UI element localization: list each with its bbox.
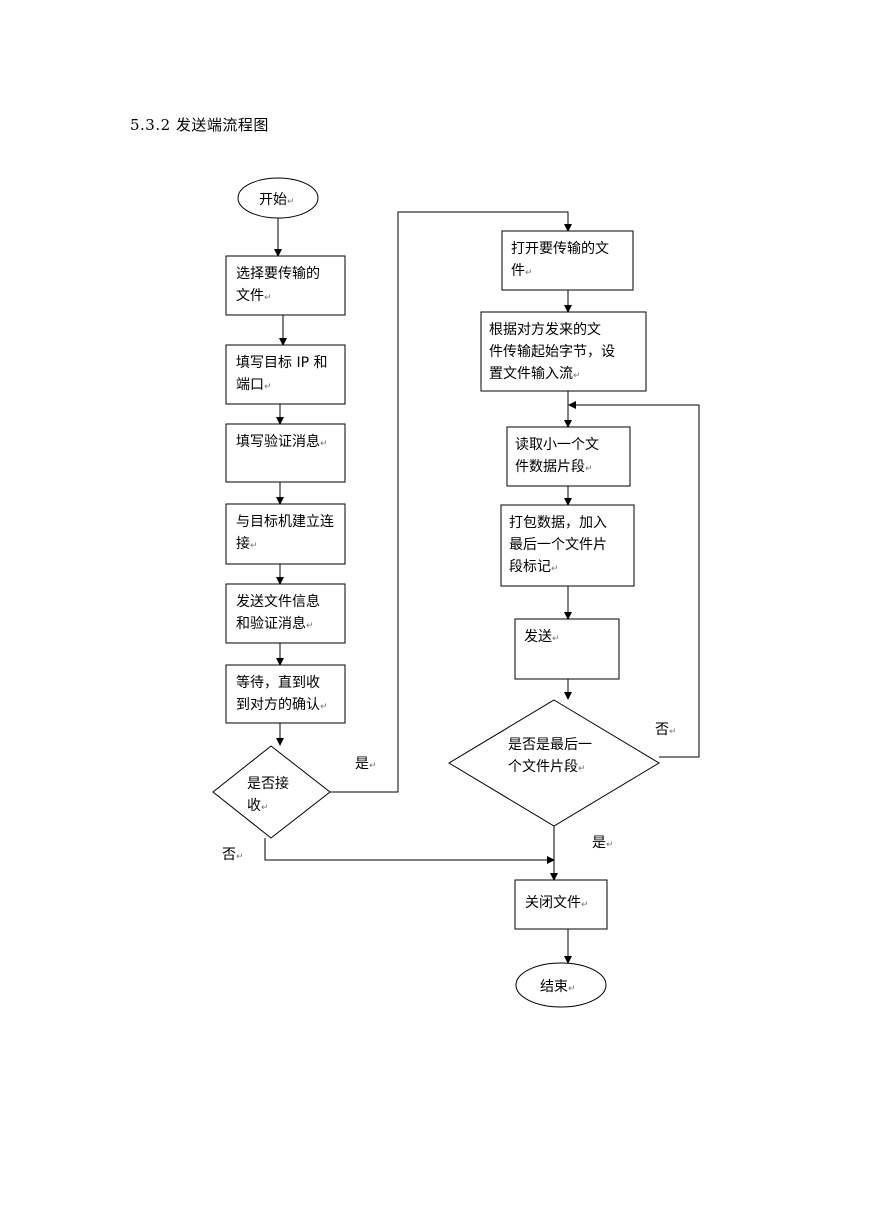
edge-accepted-yes [330, 211, 572, 793]
node-open-file: 打开要传输的文件↵ [501, 230, 634, 291]
node-end-label: 结束↵ [540, 979, 576, 995]
node-close-file: 关闭文件↵ [514, 879, 608, 930]
node-accepted-decision: 是否接收↵ [212, 745, 331, 839]
node-fill-verify-label: 填写验证消息↵ [236, 433, 328, 450]
node-connect-label: 与目标机建立连接↵ [236, 514, 334, 552]
node-choose-file-label: 选择要传输的文件↵ [236, 266, 320, 304]
edge-label-last-yes: 是↵ [592, 835, 614, 851]
node-read-chunk-label: 读取小一个文件数据片段↵ [515, 436, 599, 475]
node-send-info: 发送文件信息和验证消息↵ [225, 583, 346, 644]
node-choose-file: 选择要传输的文件↵ [225, 255, 346, 316]
node-close-file-label: 关闭文件↵ [525, 895, 589, 911]
node-read-chunk: 读取小一个文件数据片段↵ [506, 426, 631, 487]
section-heading: 5.3.2 发送端流程图 [130, 116, 269, 134]
node-set-stream: 根据对方发来的文件传输起始字节，设置文件输入流↵ [480, 311, 647, 392]
node-wait-confirm: 等待，直到收到对方的确认↵ [225, 664, 346, 724]
edge-accepted-no [264, 838, 555, 864]
node-is-last-label: 是否是最后一个文件片段↵ [508, 737, 592, 775]
node-open-file-label: 打开要传输的文件↵ [511, 240, 609, 279]
node-fill-ip-port: 填写目标 IP 和端口↵ [225, 344, 346, 405]
node-fill-verify: 填写验证消息↵ [225, 423, 346, 483]
edges [264, 211, 700, 964]
node-fill-ip-port-label: 填写目标 IP 和端口↵ [236, 355, 327, 393]
node-send: 发送↵ [514, 618, 620, 680]
node-connect: 与目标机建立连接↵ [225, 503, 346, 565]
edge-label-accepted-no: 否↵ [222, 847, 244, 863]
edge-islast-no-loop [568, 401, 700, 758]
node-pack-data-label: 打包数据，加入最后一个文件片段标记↵ [509, 514, 607, 575]
node-start: 开始↵ [237, 177, 319, 219]
node-start-label: 开始↵ [259, 192, 295, 208]
node-end: 结束↵ [515, 962, 607, 1008]
node-is-last-decision: 是否是最后一个文件片段↵ [448, 699, 660, 827]
node-send-label: 发送↵ [524, 629, 560, 645]
edge-label-last-no: 否↵ [655, 722, 677, 738]
node-set-stream-label: 根据对方发来的文件传输起始字节，设置文件输入流↵ [489, 322, 615, 382]
node-pack-data: 打包数据，加入最后一个文件片段标记↵ [500, 504, 635, 587]
node-wait-confirm-label: 等待，直到收到对方的确认↵ [236, 674, 328, 713]
edge-label-accepted-yes: 是↵ [355, 756, 377, 772]
node-send-info-label: 发送文件信息和验证消息↵ [236, 593, 320, 632]
node-accepted-label: 是否接收↵ [247, 775, 289, 814]
